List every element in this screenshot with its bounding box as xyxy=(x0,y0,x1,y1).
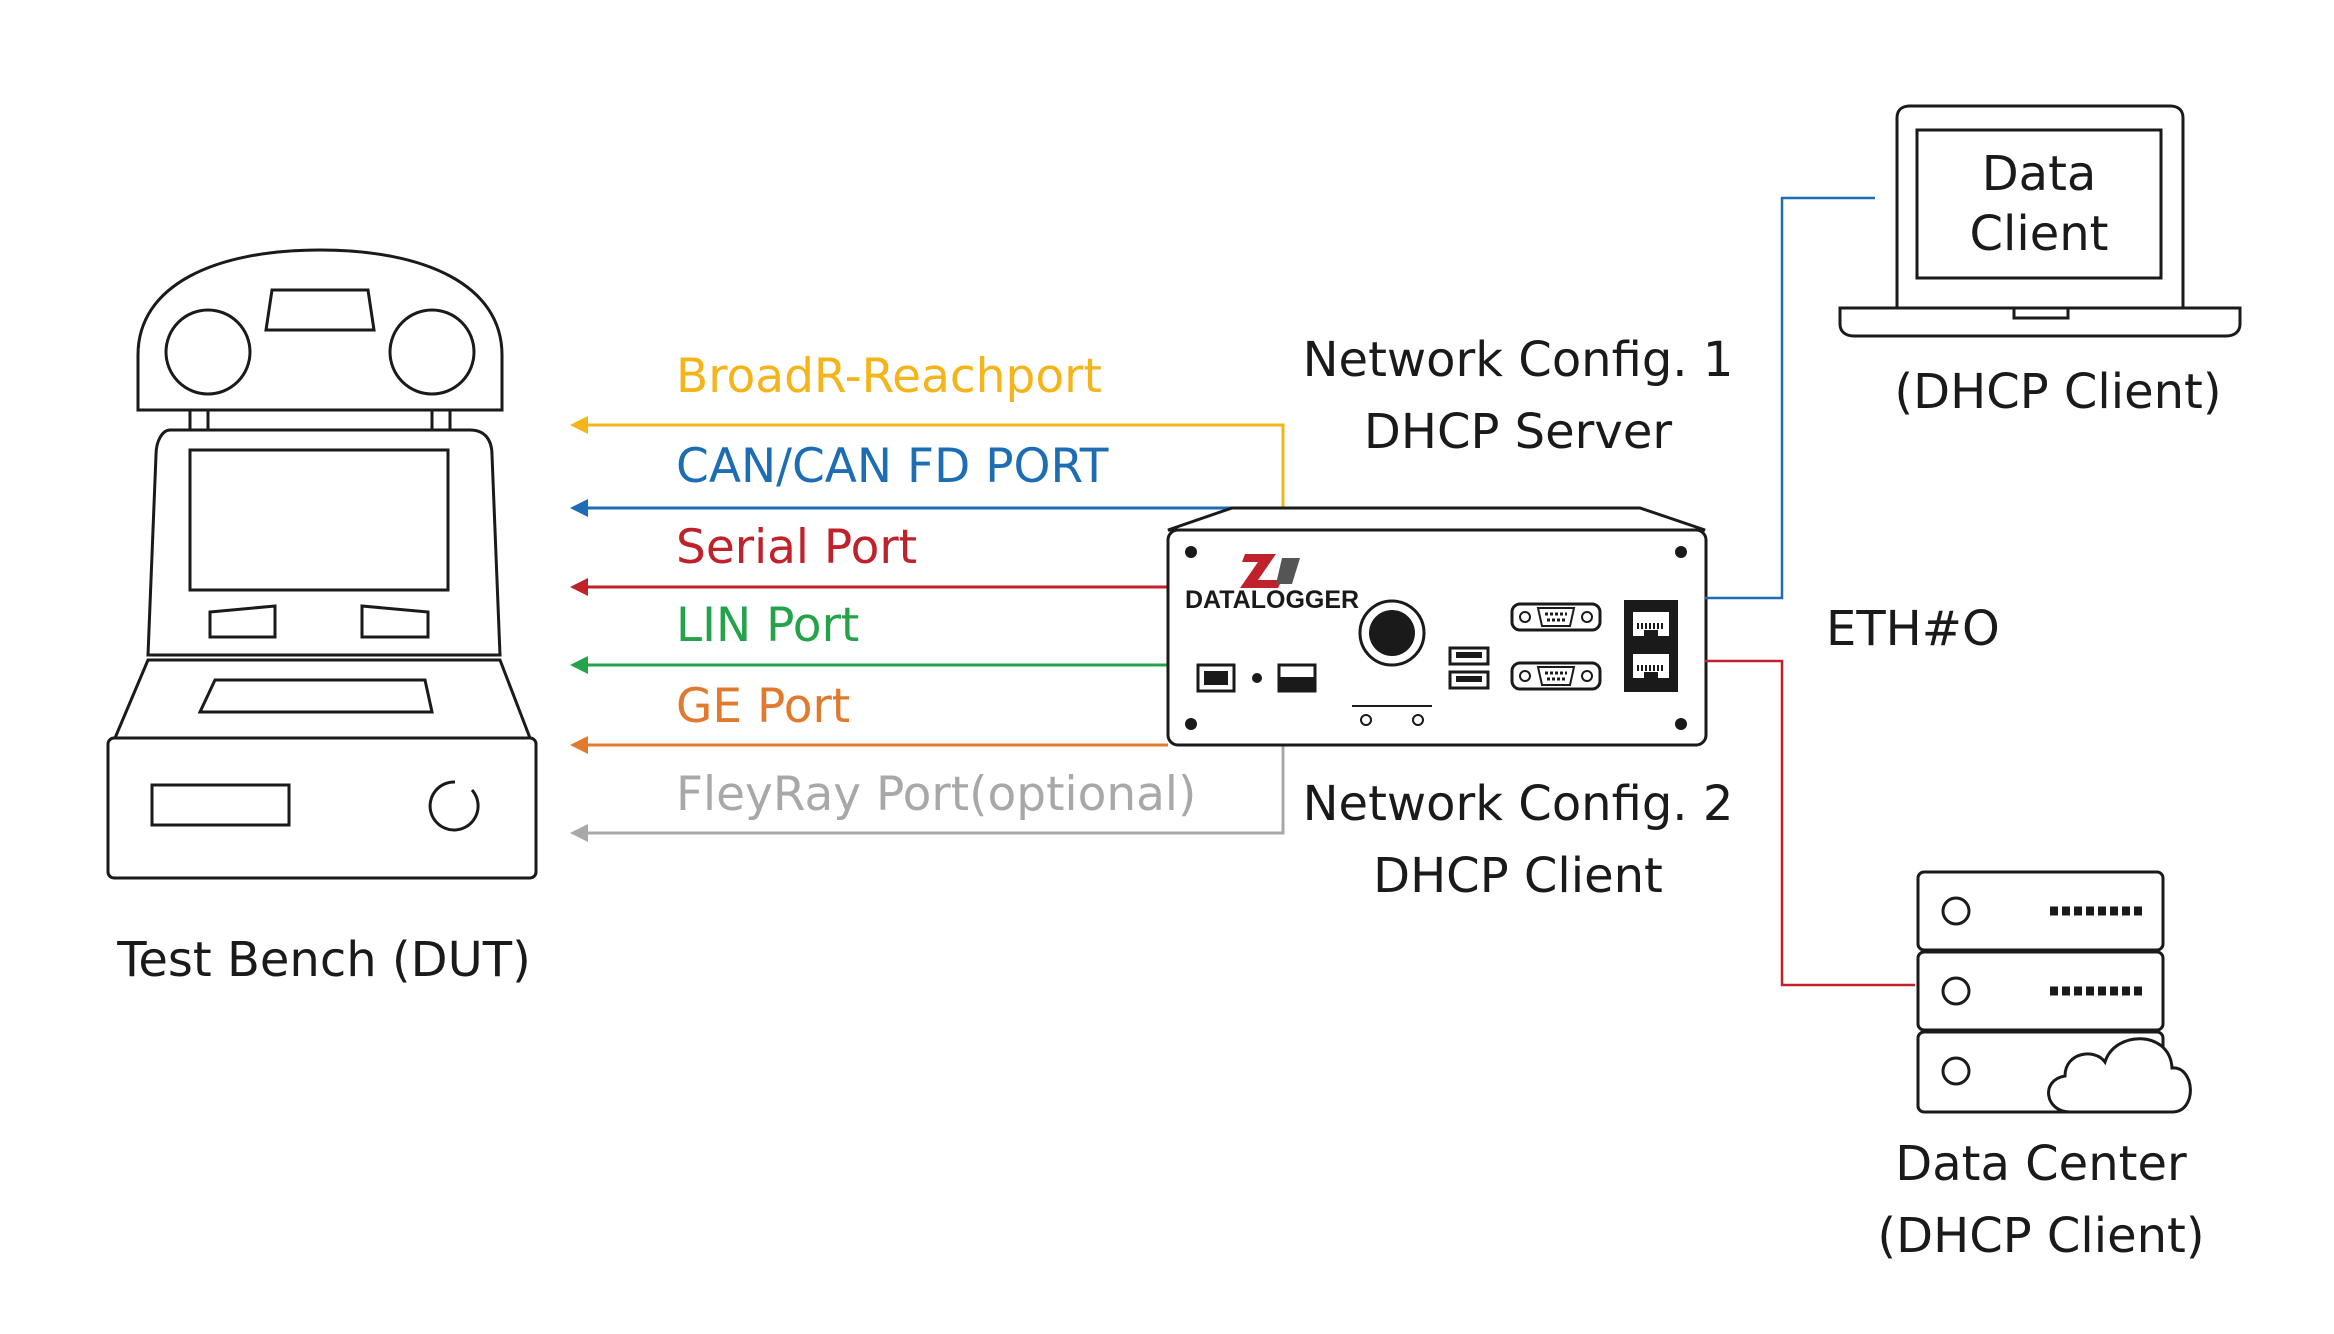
port-label-ge: GE Port xyxy=(676,679,850,734)
port-line-flexray xyxy=(570,745,1285,842)
data-client-screen-line2: Client xyxy=(1970,206,2109,262)
eth-label: ETH#O xyxy=(1826,601,2000,657)
data-center-caption: (DHCP Client) xyxy=(1877,1208,2204,1264)
laptop-icon xyxy=(1838,104,2242,338)
port-label-serial: Serial Port xyxy=(676,520,917,575)
port-connections xyxy=(570,416,1285,842)
datalogger-brand: DATALOGGER xyxy=(1185,586,1359,614)
network-config-1-mode: DHCP Server xyxy=(1364,404,1672,460)
cloud-icon xyxy=(2047,1037,2192,1114)
network-config-2-mode: DHCP Client xyxy=(1373,848,1663,904)
eth-link-data-center xyxy=(1705,659,1915,987)
network-config-2-title: Network Config. 2 xyxy=(1303,776,1734,832)
port-label-can: CAN/CAN FD PORT xyxy=(676,439,1109,494)
data-client-screen-line1: Data xyxy=(1982,146,2097,202)
datalogger-device xyxy=(1166,506,1708,747)
port-label-flexray: FleyRay Port(optional) xyxy=(676,767,1196,822)
data-client-caption: (DHCP Client) xyxy=(1894,364,2221,420)
network-config-1-title: Network Config. 1 xyxy=(1303,332,1734,388)
data-center-label: Data Center xyxy=(1895,1136,2187,1192)
eth-link-data-client xyxy=(1705,196,1875,600)
port-line-broadr xyxy=(570,416,1285,512)
test-bench-label: Test Bench (DUT) xyxy=(116,932,531,988)
eth-connections xyxy=(1705,196,1915,987)
port-label-lin: LIN Port xyxy=(676,598,859,653)
test-bench-icon xyxy=(106,248,538,880)
port-label-broadr: BroadR-Reachport xyxy=(676,349,1102,404)
zlg-logo-icon xyxy=(1240,554,1300,588)
